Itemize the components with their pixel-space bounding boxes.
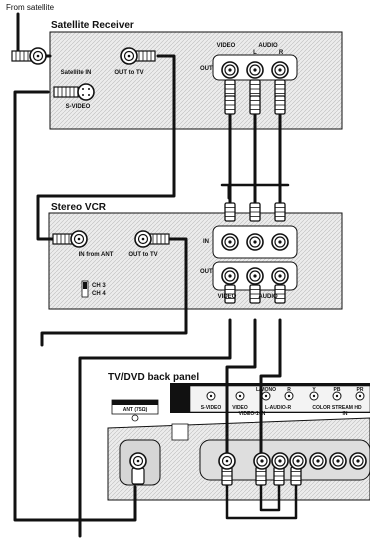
tv-color-stream-label: COLOR STREAM HD [312,405,362,411]
vcr-in-audio-r-jack[interactable] [271,233,289,251]
sat-out-audio-r-jack[interactable] [271,61,289,79]
tv-video-label: VIDEO [232,405,248,411]
vcr-out-to-tv-plug [148,233,170,245]
tv-ant-label: ANT (75Ω) [122,407,148,413]
tv-top-jack-1 [235,391,245,401]
vcr-out-plug-2 [274,284,286,304]
vcr-out-plug-1 [249,284,261,304]
sat-out-plug-2 [274,79,286,99]
sat-s-video-label: S-VIDEO [65,104,91,110]
sat-out-to-tv-plug [134,50,156,62]
tv-top-jack-0 [206,391,216,401]
vcr-ch4-label: CH 4 [92,291,106,297]
tv-s-video-jack[interactable] [218,452,236,470]
tv-in1-label: VIDEO-1-IN [238,411,266,417]
plug-group [11,50,302,486]
vcr-in-audio-l-jack[interactable] [246,233,264,251]
sat-audio-label: AUDIO [258,43,278,49]
sat-out-plug-1 [249,79,261,99]
sat-out-to-tv-jack[interactable] [120,47,138,65]
tv-y-label: Y [312,387,316,393]
sat-out-audio-l-jack[interactable] [246,61,264,79]
satellite-in-jack[interactable] [29,47,47,65]
tv-ant-jack[interactable] [129,452,147,470]
tv-top-jack-4 [309,391,319,401]
vcr-in-label: IN [203,239,209,245]
tv-ant-plug [131,467,145,485]
sat-out-plug-lower-1 [249,95,261,115]
tv-plug-3 [290,466,302,486]
tv-y-jack[interactable] [309,452,327,470]
sat-out-plug-lower-2 [274,95,286,115]
tv-plug-1 [255,466,267,486]
tv-pb-jack[interactable] [329,452,347,470]
cables [13,12,298,538]
vcr-audio-label: AUDIO [258,294,278,300]
sat-out-label: OUT [200,66,213,72]
vcr-out-audio-r-jack[interactable] [271,267,289,285]
vcr-out-to-tv-jack[interactable] [134,230,152,248]
tv-pb-label: PB [333,387,341,393]
sat-video-label: VIDEO [216,43,236,49]
sat-r-label: R [278,50,284,56]
vcr-out-audio-l-jack[interactable] [246,267,264,285]
vcr-out-plug-0 [224,284,236,304]
tv-pr-label: PR [356,387,364,393]
tv-audio-label: L-AUDIO-R [264,405,292,411]
vcr-video-label: VIDEO [217,294,237,300]
tv-in2-label: IN [342,411,348,417]
satellite-in-label: Satellite IN [60,70,92,76]
sat-out-plug-lower-0 [224,95,236,115]
vcr-out-video-jack[interactable] [221,267,239,285]
satellite-receiver-panel [49,31,343,130]
vcr-out-to-tv-label: OUT to TV [128,252,158,258]
vcr-in-plug-1 [249,202,261,222]
tv-hinge [171,423,189,441]
satellite-in-plug [11,50,33,62]
satellite-receiver-title: Satellite Receiver [51,20,134,31]
sat-l-label: L [253,50,257,56]
sat-out-plug-0 [224,79,236,99]
source-label: From satellite [6,3,55,12]
vcr-in-from-ant-plug [52,233,74,245]
vcr-in-plug-2 [274,202,286,222]
tv-title: TV/DVD back panel [108,372,200,383]
tv-audio-l-jack[interactable] [271,452,289,470]
tv-top-jack-2 [261,391,271,401]
tv-pr-jack[interactable] [349,452,367,470]
vcr-in-plug-0 [224,202,236,222]
tv-plug-2 [273,466,285,486]
tv-l-mono-label: L/MONO [256,387,276,393]
jack-group [29,47,367,470]
tv-r-label: R [287,387,291,393]
tv-top-jack-3 [284,391,294,401]
sat-out-to-tv-label: OUT to TV [114,70,144,76]
tv-s-video-label: S-VIDEO [200,405,222,411]
tv-top-jack-5 [332,391,342,401]
vcr-title: Stereo VCR [51,202,107,213]
sat-out-video-jack[interactable] [221,61,239,79]
vcr-in-video-jack[interactable] [221,233,239,251]
tv-ant-top-jack [131,414,139,422]
tv-top-jack-6 [355,391,365,401]
sat-s-video-jack[interactable] [77,83,95,101]
tv-audio-r-jack[interactable] [289,452,307,470]
vcr-ch3-label: CH 3 [92,283,106,289]
sat-s-video-plug [53,86,79,98]
vcr-in-from-ant-jack[interactable] [70,230,88,248]
vcr-in-from-ant-label: IN from ANT [78,252,114,258]
tv-video-jack[interactable] [253,452,271,470]
vcr-out-label: OUT [200,269,213,275]
